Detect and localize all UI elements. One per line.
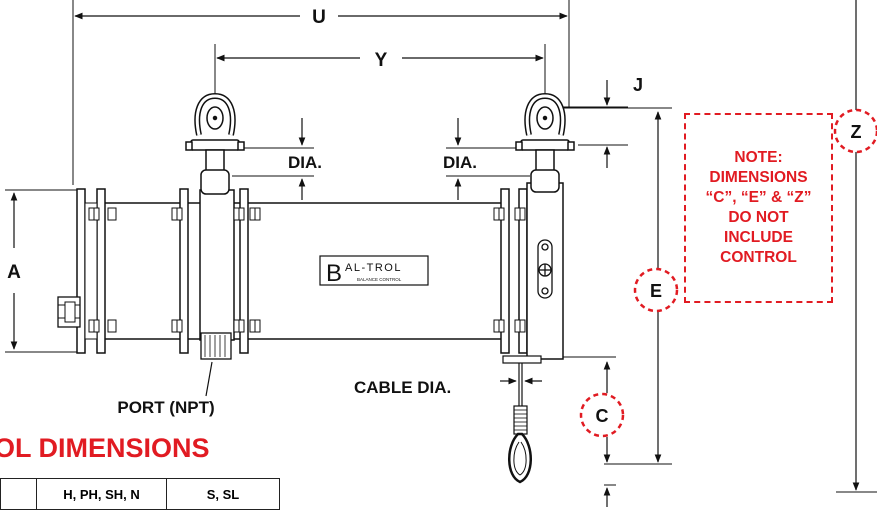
brand-name: AL-TROL bbox=[345, 262, 402, 274]
dimension-dia-left-label: DIA. bbox=[288, 153, 322, 172]
table-header-cell bbox=[0, 478, 37, 510]
section-title: OL DIMENSIONS bbox=[0, 433, 210, 463]
dimension-a-label: A bbox=[7, 262, 21, 283]
left-shackle bbox=[185, 92, 245, 195]
control-slot bbox=[537, 239, 553, 299]
note-line-2: DIMENSIONS bbox=[709, 169, 808, 186]
note-line-3: “C”, “E” & “Z” bbox=[705, 189, 812, 206]
dimension-c-circle bbox=[579, 392, 625, 438]
dimension-u: U bbox=[72, 0, 570, 185]
table-header-cell: H, PH, SH, N bbox=[36, 478, 167, 510]
dimension-dia-left: DIA. bbox=[232, 118, 322, 200]
tie-rod-bolts bbox=[88, 207, 526, 333]
port-fitting bbox=[200, 332, 232, 397]
cable-dia-label: CABLE DIA. bbox=[354, 378, 451, 397]
dimension-z-circle bbox=[833, 108, 877, 154]
note-line-1: NOTE: bbox=[734, 149, 783, 166]
right-shackle bbox=[515, 92, 575, 193]
dimensions-table: H, PH, SH, N S, SL bbox=[0, 478, 280, 510]
brand-tagline: BALANCE CONTROL bbox=[357, 277, 402, 282]
dimension-a: A bbox=[5, 189, 78, 353]
dimension-y: Y bbox=[214, 44, 546, 94]
table-header-cell: S, SL bbox=[166, 478, 280, 510]
table-header-row: H, PH, SH, N S, SL bbox=[0, 478, 280, 510]
dimension-c-label: C bbox=[596, 406, 609, 426]
note-line-5: INCLUDE bbox=[724, 229, 793, 246]
note-line-4: DO NOT bbox=[728, 209, 789, 226]
dimension-j: J bbox=[560, 75, 643, 168]
dimension-y-label: Y bbox=[375, 50, 388, 71]
dimension-j-label: J bbox=[633, 75, 643, 95]
dimension-u-label: U bbox=[312, 7, 326, 28]
dimension-dia-right-label: DIA. bbox=[443, 153, 477, 172]
port-label: PORT (NPT) bbox=[117, 398, 214, 417]
brand-label: B AL-TROL BALANCE CONTROL bbox=[319, 255, 429, 287]
dimension-z: Z bbox=[833, 0, 877, 493]
brand-initial: B bbox=[326, 260, 342, 287]
dimension-c: C bbox=[540, 356, 625, 507]
cable-assembly bbox=[508, 363, 532, 484]
dimension-dia-right: DIA. bbox=[443, 118, 530, 200]
dimension-cable-dia: CABLE DIA. bbox=[354, 377, 542, 397]
note-box: NOTE: DIMENSIONS “C”, “E” & “Z” DO NOT I… bbox=[684, 113, 833, 303]
cylinder-body bbox=[57, 182, 564, 364]
dimension-e: E bbox=[560, 107, 679, 465]
note-line-6: CONTROL bbox=[720, 249, 797, 266]
dimension-z-label: Z bbox=[851, 122, 862, 142]
dimension-e-circle bbox=[633, 267, 679, 313]
dimension-e-label: E bbox=[650, 281, 662, 301]
